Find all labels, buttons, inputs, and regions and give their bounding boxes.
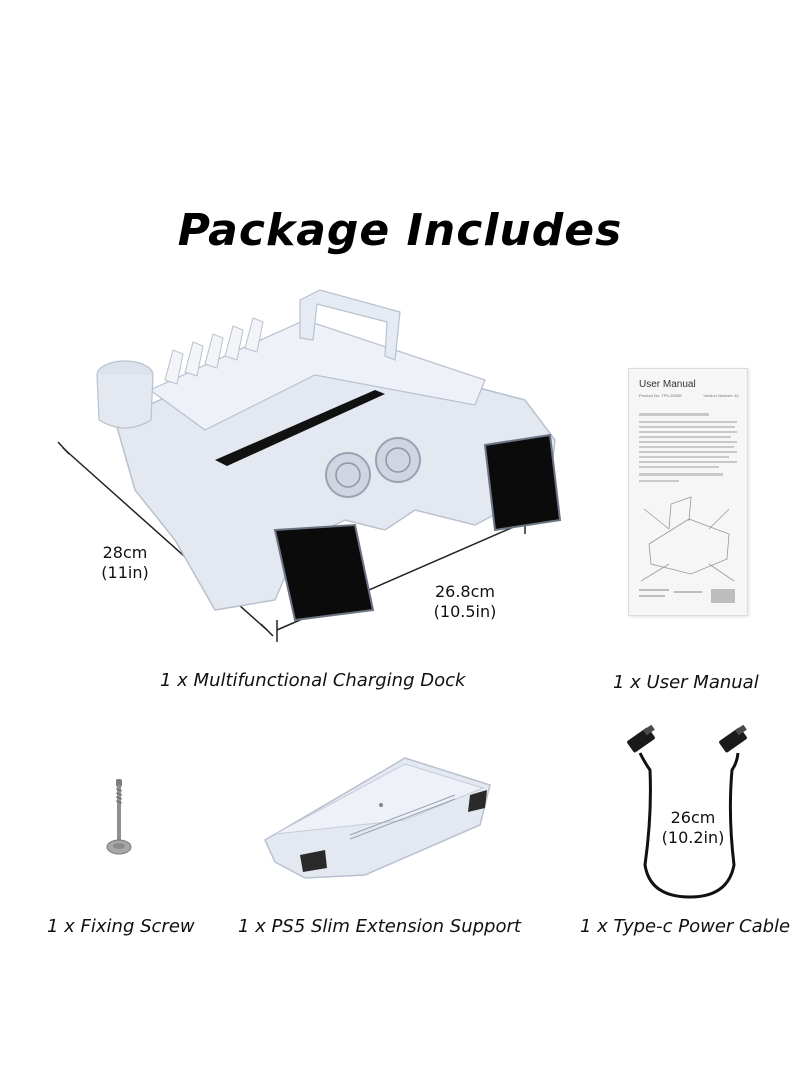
screw-caption: 1 x Fixing Screw (47, 916, 195, 937)
manual-page-content (639, 413, 737, 603)
manual-product-no: Product No: TPS-3552B (639, 393, 682, 398)
cable-length-cm: 26cm (670, 808, 716, 827)
power-cable-image (627, 725, 747, 899)
dock-depth-in: (11in) (101, 563, 149, 582)
fixing-screw-image (106, 779, 132, 855)
page-title: Package Includes (177, 205, 623, 256)
dock-depth-cm: 28cm (102, 543, 148, 562)
dock-width-in: (10.5in) (433, 602, 497, 621)
extension-support-image (264, 757, 491, 879)
dock-width-cm: 26.8cm (434, 582, 495, 601)
dock-body (96, 289, 562, 622)
charging-dock-image (57, 289, 562, 642)
support-caption: 1 x PS5 Slim Extension Support (238, 916, 521, 937)
dock-width-label: 26.8cm (10.5in) (415, 582, 515, 622)
manual-cover-title: User Manual (639, 379, 696, 390)
cable-length-in: (10.2in) (661, 828, 725, 847)
cable-caption: 1 x Type-c Power Cable (580, 916, 791, 937)
user-manual-image: User Manual Product No: TPS-3552B Versio… (628, 368, 748, 616)
dock-caption: 1 x Multifunctional Charging Dock (160, 670, 466, 691)
cable-length-label: 26cm (10.2in) (648, 808, 738, 848)
dock-depth-label: 28cm (11in) (80, 543, 170, 583)
manual-version: Version Number: A1 (703, 393, 739, 398)
manual-caption: 1 x User Manual (613, 672, 759, 693)
